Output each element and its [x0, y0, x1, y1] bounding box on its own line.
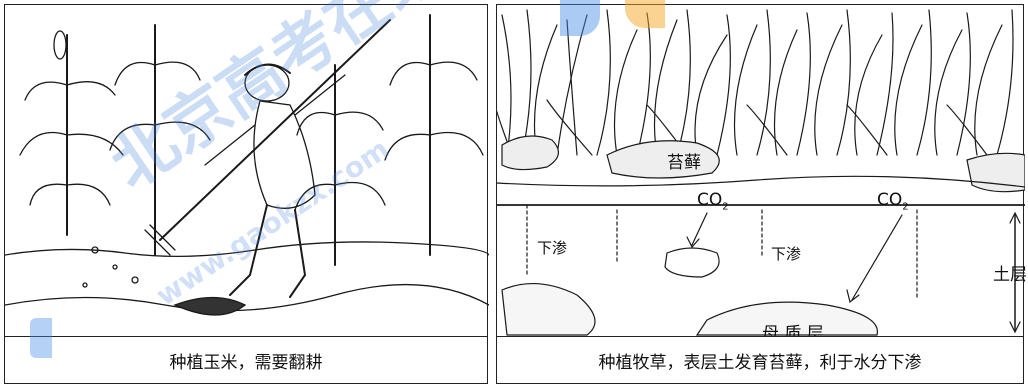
grass-panel: 苔藓 CO2 CO2 下渗 下渗 土层 母 质 层 种植牧草，表层土发育苔藓，利… — [496, 4, 1027, 384]
co2-label-right: CO2 — [877, 190, 909, 213]
corn-caption: 种植玉米，需要翻耕 — [5, 336, 487, 383]
seep-label-right: 下渗 — [771, 245, 802, 263]
moss-label: 苔藓 — [667, 153, 701, 173]
grass-caption: 种植牧草，表层土发育苔藓，利于水分下渗 — [497, 336, 1023, 383]
corn-farmer-illustration — [5, 14, 489, 316]
grass-soil-illustration — [497, 9, 1025, 336]
co2-label-left: CO2 — [697, 190, 729, 213]
corn-panel: 种植玉米，需要翻耕 — [4, 4, 489, 384]
seep-label-left: 下渗 — [537, 239, 568, 257]
soil-layer-label: 土层 — [993, 265, 1027, 285]
